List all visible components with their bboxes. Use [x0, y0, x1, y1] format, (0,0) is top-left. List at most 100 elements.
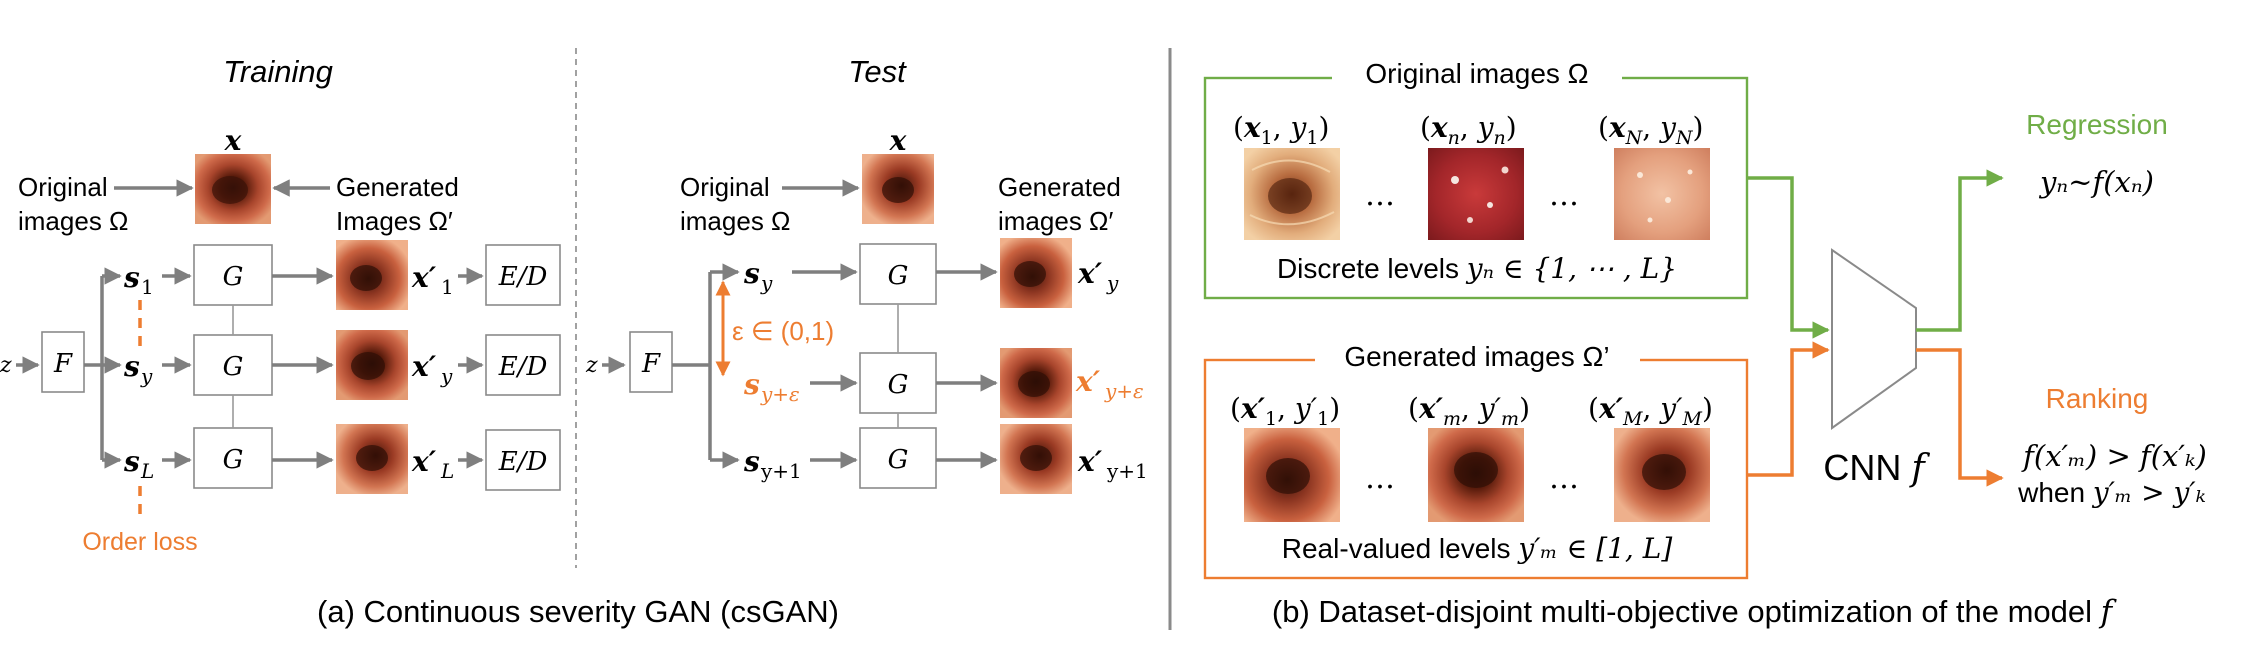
orig-image-3 — [1614, 148, 1710, 240]
svg-text:when y′ₘ > y′ₖ: when y′ₘ > y′ₖ — [2017, 476, 2206, 509]
test-sy: s y — [743, 257, 773, 295]
test-epsilon-label: ε ∈ (0,1) — [732, 316, 834, 346]
generated-box-title: Generated images Ω’ — [1344, 341, 1609, 372]
training-generated-label-1: Generated — [336, 172, 459, 202]
test-G-label-2: G — [888, 370, 909, 400]
svg-text:CNN f: CNN f — [1823, 447, 1930, 489]
svg-text:x′: x′ — [411, 261, 437, 294]
test-xy: x′ y — [1077, 257, 1119, 295]
discrete-levels: Discrete levels yₙ ∈ {1, ⋯ , L} — [1277, 252, 1677, 285]
training-original-label-2: images Ω — [18, 206, 128, 236]
regression-label: Regression — [2026, 109, 2168, 140]
test-z: z — [585, 353, 598, 378]
cnn-label: CNN f — [1823, 447, 1930, 489]
training-ED-label-3: E/D — [498, 447, 548, 477]
test-sy1: s y+1 — [743, 445, 802, 483]
test-G-box-3 — [859, 427, 937, 489]
real-valued-levels: Real-valued levels y′ₘ ∈ [1, L] — [1282, 532, 1673, 565]
svg-text:s: s — [743, 445, 760, 478]
svg-text:y: y — [1106, 271, 1119, 295]
test-sye: s y+ε — [743, 368, 800, 406]
training-x1: x′ 1 — [411, 261, 454, 299]
ranking-condition: when y′ₘ > y′ₖ — [2017, 476, 2206, 509]
svg-text:Real-valued levels y′ₘ ∈ [1, L: Real-valued levels y′ₘ ∈ [1, L] — [1282, 532, 1673, 565]
orig-label-2: (xn, yn) — [1420, 111, 1517, 149]
training-G-label-2: G — [223, 352, 244, 382]
training-title: Training — [223, 54, 333, 89]
training-ED-box-3 — [485, 429, 561, 491]
svg-text:L: L — [440, 459, 454, 483]
svg-text:(x′1, y′1): (x′1, y′1) — [1230, 392, 1340, 430]
svg-text:y+1: y+1 — [1106, 459, 1148, 483]
orig-label-1: (x1, y1) — [1233, 111, 1329, 149]
svg-text:y: y — [760, 271, 773, 295]
training-G-label-3: G — [223, 445, 244, 475]
generated-box-title-bg — [1315, 338, 1640, 378]
training-xL: x′ L — [411, 445, 454, 483]
svg-text:y+1: y+1 — [760, 459, 802, 483]
cnn-to-ranking-arrow — [1916, 348, 2004, 487]
test-title: Test — [848, 54, 907, 89]
original-box-title: Original images Ω — [1365, 58, 1588, 89]
svg-text:s: s — [123, 261, 140, 294]
training-generated-image-2 — [336, 330, 408, 400]
gen-label-3: (x′M, y′M) — [1588, 392, 1713, 430]
svg-text:1: 1 — [441, 275, 454, 299]
test-G-box-2 — [859, 352, 937, 414]
training-original-label-1: Original — [18, 172, 108, 202]
svg-text:y+ε: y+ε — [1104, 379, 1144, 403]
training-sL: s L — [123, 445, 154, 483]
test-x-label: x — [889, 124, 907, 157]
test-generated-label-2: images Ω′ — [998, 206, 1113, 236]
training-ED-label-2: E/D — [498, 352, 548, 382]
caption-b: (b) Dataset-disjoint multi-objective opt… — [1272, 594, 2118, 630]
training-xy: x′ y — [411, 350, 453, 388]
training-z: z — [0, 353, 12, 378]
test-G-label-1: G — [888, 261, 909, 291]
test-original-label-1: Original — [680, 172, 770, 202]
test-branch — [672, 272, 712, 460]
gen-image-3 — [1614, 428, 1710, 522]
gen-image-2 — [1428, 428, 1524, 522]
test-F-box — [629, 331, 673, 393]
svg-text:y: y — [440, 364, 453, 388]
svg-text:(x′M, y′M): (x′M, y′M) — [1588, 392, 1713, 430]
ranking-label: Ranking — [2046, 383, 2149, 414]
training-branch — [84, 276, 104, 460]
svg-text:x′: x′ — [1077, 257, 1103, 290]
test-xy1: x′ y+1 — [1077, 445, 1148, 483]
gen-label-2: (x′m, y′m) — [1408, 392, 1530, 430]
svg-text:(x1, y1): (x1, y1) — [1233, 111, 1329, 149]
caption-a: (a) Continuous severity GAN (csGAN) — [317, 594, 839, 629]
svg-text:y: y — [140, 364, 153, 388]
test-generated-image-2 — [1000, 348, 1072, 418]
svg-text:(b) Dataset-disjoint multi-obj: (b) Dataset-disjoint multi-objective opt… — [1272, 594, 2118, 630]
cnn-to-regression-arrow — [1916, 169, 2004, 332]
training-x-label: x — [224, 124, 242, 157]
test-G-label-3: G — [888, 445, 909, 475]
svg-text:s: s — [123, 350, 140, 383]
training-original-image — [195, 154, 271, 224]
training-generated-image-1 — [336, 240, 408, 310]
test-original-image — [862, 154, 934, 224]
svg-text:y+ε: y+ε — [760, 382, 800, 406]
generated-to-cnn-arrow — [1747, 341, 1830, 477]
training-ED-box-1 — [485, 244, 561, 306]
regression-math: yₙ~f(xₙ) — [2038, 165, 2154, 199]
cnn-trapezoid — [1831, 248, 1917, 430]
orig-image-2 — [1428, 148, 1524, 240]
svg-text:x′: x′ — [411, 445, 437, 478]
orig-image-1 — [1244, 148, 1340, 240]
svg-text:s: s — [743, 368, 760, 401]
gen-ellipsis-1: … — [1365, 461, 1395, 496]
training-F-label: F — [53, 349, 73, 379]
original-box-title-bg — [1332, 56, 1622, 96]
test-xye: x′ y+ε — [1075, 365, 1144, 403]
svg-text:Discrete levels yₙ ∈ {1, ⋯ , L: Discrete levels yₙ ∈ {1, ⋯ , L} — [1277, 252, 1677, 285]
gen-image-1 — [1244, 428, 1340, 522]
svg-text:s: s — [743, 257, 760, 290]
test-generated-label-1: Generated — [998, 172, 1121, 202]
test-generated-image-3 — [1000, 424, 1072, 494]
training-generated-label-2: Images Ω′ — [336, 206, 453, 236]
svg-text:(xN, yN): (xN, yN) — [1598, 111, 1703, 149]
